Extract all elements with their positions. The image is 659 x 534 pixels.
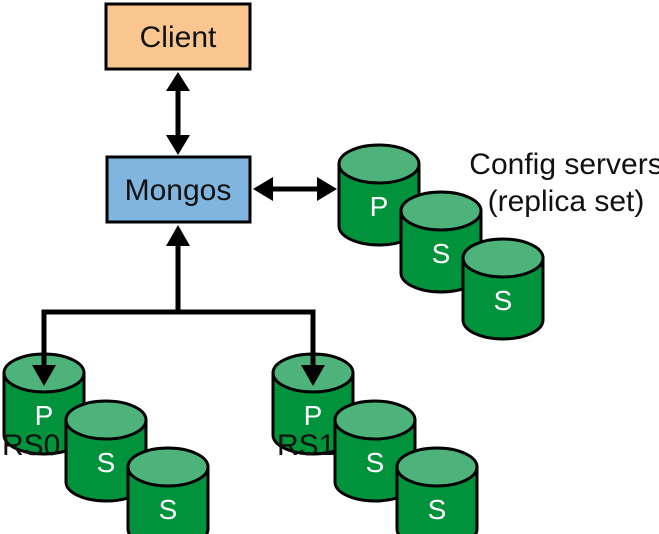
client-mongos-arrow bbox=[166, 72, 190, 155]
secondary-member-cylinder: S bbox=[333, 399, 417, 503]
rs1-replica-set: P S S bbox=[271, 352, 479, 534]
rs0-label: RS0 bbox=[2, 429, 60, 462]
cylinder-top bbox=[461, 237, 545, 279]
member-role-label: S bbox=[494, 285, 513, 316]
member-role-label: S bbox=[366, 447, 385, 478]
config-servers-label-line2: (replica set) bbox=[488, 185, 645, 218]
arrowhead-left bbox=[253, 177, 273, 201]
config-servers-replica-set: P S S bbox=[337, 143, 545, 341]
member-role-label: P bbox=[370, 191, 389, 222]
arrowhead-up bbox=[166, 72, 190, 91]
client-label: Client bbox=[140, 21, 217, 54]
primary-member-cylinder: P bbox=[271, 352, 355, 456]
secondary-member-cylinder: S bbox=[395, 446, 479, 534]
arrowhead-down bbox=[166, 135, 190, 155]
mongos-box bbox=[105, 155, 252, 224]
member-role-label: S bbox=[432, 238, 451, 269]
shard-connector bbox=[32, 225, 325, 386]
rs1-label: RS1 bbox=[277, 429, 335, 462]
secondary-member-cylinder: S bbox=[461, 237, 545, 341]
secondary-member-cylinder: S bbox=[399, 190, 483, 294]
rs0-replica-set: P S S bbox=[2, 352, 210, 534]
cylinder-body bbox=[461, 256, 545, 341]
member-role-label: S bbox=[428, 494, 447, 525]
member-role-label: P bbox=[304, 400, 323, 431]
cylinder-top bbox=[64, 399, 148, 441]
arrowhead-rs0 bbox=[32, 365, 56, 386]
cylinder-top bbox=[333, 399, 417, 441]
cylinder-top bbox=[126, 446, 210, 488]
cylinder-top bbox=[337, 143, 421, 185]
member-role-label: S bbox=[159, 494, 178, 525]
mongos-config-arrow bbox=[253, 177, 337, 201]
branch-line bbox=[41, 309, 316, 372]
cylinder-top bbox=[395, 446, 479, 488]
arrowhead-rs1 bbox=[301, 365, 325, 386]
secondary-member-cylinder: S bbox=[64, 399, 148, 503]
secondary-member-cylinder: S bbox=[126, 446, 210, 534]
primary-member-cylinder: P bbox=[337, 143, 421, 247]
member-role-label: S bbox=[97, 447, 116, 478]
mongos-label: Mongos bbox=[125, 174, 232, 207]
config-servers-label-line1: Config servers bbox=[469, 148, 659, 181]
mongos-node: Mongos bbox=[105, 155, 252, 224]
client-node: Client bbox=[104, 2, 252, 71]
client-box bbox=[104, 2, 252, 71]
arrowhead-right bbox=[317, 177, 337, 201]
member-role-label: P bbox=[35, 400, 54, 431]
cylinder-top bbox=[399, 190, 483, 232]
arrowhead-up bbox=[166, 225, 190, 246]
